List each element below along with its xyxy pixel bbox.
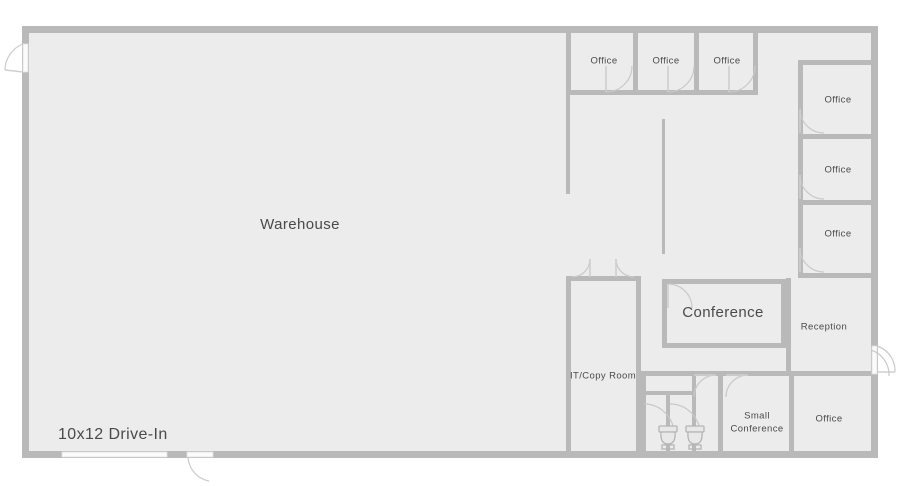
door-office-right-2[interactable] <box>799 174 825 200</box>
label-warehouse: Warehouse <box>260 216 340 233</box>
door-office-right-1[interactable] <box>799 108 825 134</box>
toilet-fixture-left <box>658 425 678 450</box>
door-it-copy-room[interactable] <box>571 258 635 278</box>
label-office-top-3: Office <box>713 56 740 67</box>
exterior-walls <box>22 26 878 458</box>
label-office-right-1: Office <box>824 95 851 106</box>
toilet-fixture-right <box>685 425 705 450</box>
label-small-conference-line1: Small <box>744 411 770 422</box>
door-office-right-3[interactable] <box>799 247 825 273</box>
door-office-bottom[interactable] <box>725 374 749 398</box>
door-office-top-3[interactable] <box>728 65 756 93</box>
room-labels: Warehouse 10x12 Drive-In Office Office O… <box>58 56 851 444</box>
door-exterior-west[interactable] <box>4 43 24 73</box>
label-small-conference-line2: Conference <box>730 424 783 435</box>
right-office-stack-walls <box>798 60 878 278</box>
label-office-bottom: Office <box>815 414 842 425</box>
door-small-conference[interactable] <box>693 374 717 398</box>
label-conference: Conference <box>682 304 764 321</box>
door-office-top-2[interactable] <box>667 65 695 93</box>
label-office-top-1: Office <box>590 56 617 67</box>
door-conference[interactable] <box>667 283 693 309</box>
office-core-walls <box>566 276 871 458</box>
label-drive-in: 10x12 Drive-In <box>58 426 168 443</box>
door-exterior-east[interactable] <box>876 345 896 373</box>
top-office-row-walls <box>566 26 758 95</box>
door-exterior-southeast[interactable] <box>870 349 890 377</box>
building-slab <box>22 26 878 458</box>
label-office-right-2: Office <box>824 165 851 176</box>
label-it-copy-room: IT/Copy Room <box>570 371 636 382</box>
label-office-right-3: Office <box>824 229 851 240</box>
door-office-top-1[interactable] <box>605 65 633 93</box>
label-office-top-2: Office <box>652 56 679 67</box>
label-reception: Reception <box>801 322 847 333</box>
warehouse-partition-stubs <box>566 94 665 254</box>
door-exterior-south[interactable] <box>187 457 210 482</box>
wall-openings <box>22 43 878 458</box>
